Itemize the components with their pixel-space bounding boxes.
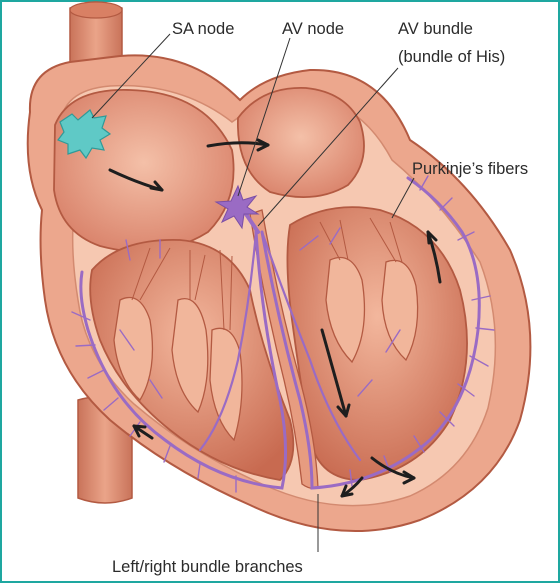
- label-purkinje-fibers: Purkinje’s fibers: [412, 160, 528, 178]
- label-av-node: AV node: [282, 20, 344, 38]
- label-bundle-branches: Left/right bundle branches: [112, 558, 303, 576]
- label-sa-node: SA node: [172, 20, 234, 38]
- label-av-bundle-line2: (bundle of His): [398, 48, 505, 66]
- label-av-bundle-line1: AV bundle: [398, 20, 473, 38]
